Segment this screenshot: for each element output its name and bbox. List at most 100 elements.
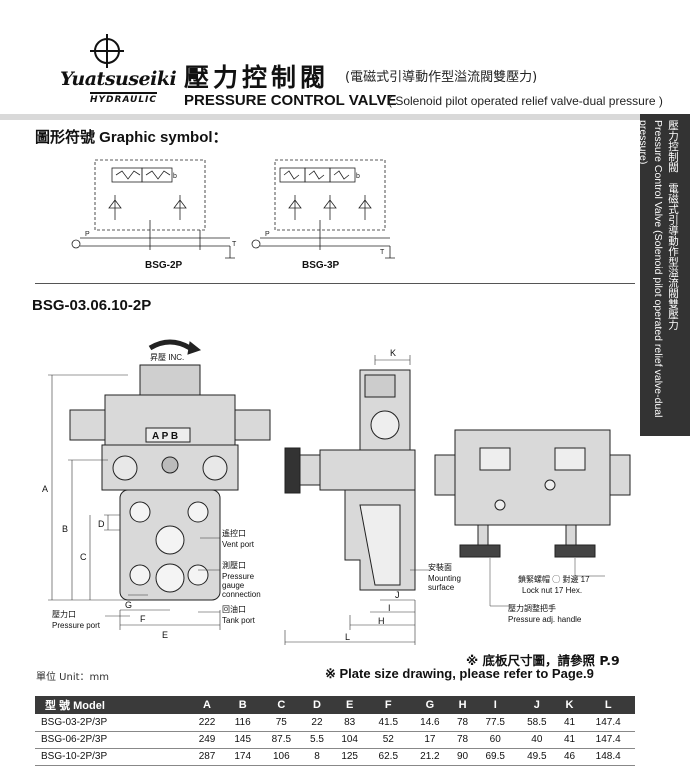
graphic-symbol-title: 圖形符號 Graphic symbol： [35, 129, 228, 146]
pressure-port-zh: 壓力口 [52, 609, 76, 619]
cell: 78 [450, 731, 475, 749]
gauge-zh: 測壓口 [222, 560, 246, 570]
vent-port-zh: 遙控口 [222, 528, 246, 538]
title-chinese: 壓力控制閥 [184, 63, 330, 92]
lock-nut-en: Lock nut 17 Hex. [522, 586, 582, 595]
table-row: BSG-10-2P/3P 287 174 106 8 125 62.5 21.2… [35, 748, 635, 766]
cell: 287 [189, 748, 225, 766]
dim-a: A [42, 484, 48, 494]
symbol-2p-label: BSG-2P [145, 260, 183, 271]
dim-e: E [162, 630, 168, 640]
mounting-en-1: Mounting [428, 574, 461, 583]
side-tab-line-zh: 壓力控制閥 電磁式引導動作型溢流閥雙壓力 [667, 120, 679, 330]
table-header-row: 型 號 Model A B C D E F G H I J K L [35, 696, 635, 714]
symbol-3p-switch: b [356, 173, 360, 180]
col-header-i: I [474, 696, 517, 714]
cell: 249 [189, 731, 225, 749]
logo-crosshair-icon [90, 34, 124, 68]
graphic-symbols: P T b BSG-2P P T b BSG-3P [71, 159, 395, 271]
section-divider [35, 283, 635, 284]
cell: 41 [557, 714, 582, 732]
adj-handle-zh: 壓力調整把手 [508, 603, 556, 613]
drawing-title: BSG-03.06.10-2P [32, 297, 152, 314]
table-row: BSG-06-2P/3P 249 145 87.5 5.5 104 52 17 … [35, 731, 635, 749]
cell: 69.5 [474, 748, 517, 766]
cell: 83 [331, 714, 368, 732]
cell: 77.5 [474, 714, 517, 732]
symbol-2p-switch: b [173, 173, 177, 180]
brand-name: Yuatsuseiki [60, 68, 177, 90]
cell: 148.4 [581, 748, 635, 766]
tank-port-zh: 回油口 [222, 604, 246, 614]
cell: 14.6 [409, 714, 451, 732]
cell: 78 [450, 714, 475, 732]
dim-j: J [395, 590, 400, 600]
page-header: Yuatsuseiki HYDRAULIC 壓力控制閥 (電磁式引導動作型溢流閥… [0, 0, 690, 114]
apb-label: A P B [152, 431, 178, 442]
col-header-h: H [450, 696, 475, 714]
dim-d: D [98, 519, 105, 529]
cell: 41.5 [367, 714, 410, 732]
cell: 87.5 [260, 731, 303, 749]
plate-note-zh: ※ 底板尺寸圖，請參照 P.9 [466, 653, 620, 668]
unit-note: 單位 Unit：mm [36, 672, 110, 683]
cell: 8 [302, 748, 332, 766]
gauge-en-2: gauge [222, 581, 245, 590]
col-header-model: 型 號 Model [35, 696, 190, 714]
dimension-table: 型 號 Model A B C D E F G H I J K L BSG-03… [35, 696, 635, 766]
cell: 58.5 [516, 714, 558, 732]
cell-model: BSG-06-2P/3P [35, 731, 190, 749]
gauge-en-1: Pressure [222, 572, 255, 581]
col-header-g: G [409, 696, 451, 714]
symbol-2p-port-p: P [85, 231, 90, 238]
inc-label: 昇壓 INC. [150, 353, 184, 362]
brand-subtitle: HYDRAULIC [90, 92, 158, 105]
side-tab: 壓力控制閥 電磁式引導動作型溢流閥雙壓力 Pressure Control Va… [637, 114, 690, 436]
cell-model: BSG-03-2P/3P [35, 714, 190, 732]
col-header-k: K [557, 696, 582, 714]
header-band [0, 114, 690, 120]
plate-note-en: ※ Plate size drawing, please refer to Pa… [325, 666, 594, 681]
cell: 222 [189, 714, 225, 732]
dim-c: C [80, 552, 87, 562]
symbol-bsg-2p: P T b [71, 159, 237, 259]
cell: 174 [224, 748, 261, 766]
cell: 21.2 [409, 748, 451, 766]
cell: 46 [557, 748, 582, 766]
dimension-drawing: 昇壓 INC. A P B A B C D E F G 遙控口 Vent por… [42, 339, 631, 645]
symbol-2p-port-t: T [232, 241, 237, 248]
dim-g: G [125, 600, 132, 610]
col-header-e: E [331, 696, 368, 714]
symbol-3p-port-p: P [265, 231, 270, 238]
cell: 106 [260, 748, 303, 766]
symbol-3p-port-t: T [380, 249, 385, 256]
cell: 17 [409, 731, 451, 749]
dim-f: F [140, 614, 146, 624]
cell: 125 [331, 748, 368, 766]
front-callouts [105, 537, 220, 617]
cell: 104 [331, 731, 368, 749]
dim-h: H [378, 616, 385, 626]
side-tab-text: 壓力控制閥 電磁式引導動作型溢流閥雙壓力 Pressure Control Va… [637, 114, 690, 436]
adj-handle-en: Pressure adj. handle [508, 615, 582, 624]
lock-nut-zh: 鎖緊螺帽 ◯ 對邊 17 [518, 574, 590, 584]
cell: 75 [260, 714, 303, 732]
gauge-en-3: connection [222, 590, 261, 599]
cell: 147.4 [581, 731, 635, 749]
side-view [284, 369, 416, 591]
vent-port-en: Vent port [222, 540, 255, 549]
cell: 52 [367, 731, 410, 749]
pressure-port-en: Pressure port [52, 621, 101, 630]
cell: 40 [516, 731, 558, 749]
mounting-en-2: surface [428, 583, 455, 592]
symbol-bsg-3p: P T b [251, 159, 395, 259]
title-english: PRESSURE CONTROL VALVE [184, 92, 397, 109]
front-dimensions [48, 374, 221, 630]
table-row: BSG-03-2P/3P 222 116 75 22 83 41.5 14.6 … [35, 714, 635, 732]
col-header-a: A [189, 696, 225, 714]
tank-port-en: Tank port [222, 616, 256, 625]
inc-arrow-icon [148, 339, 192, 351]
mounting-zh: 安裝面 [428, 562, 452, 572]
title-chinese-sub: (電磁式引導動作型溢流閥雙壓力) [345, 70, 538, 85]
brand-logo: Yuatsuseiki HYDRAULIC [60, 34, 180, 108]
